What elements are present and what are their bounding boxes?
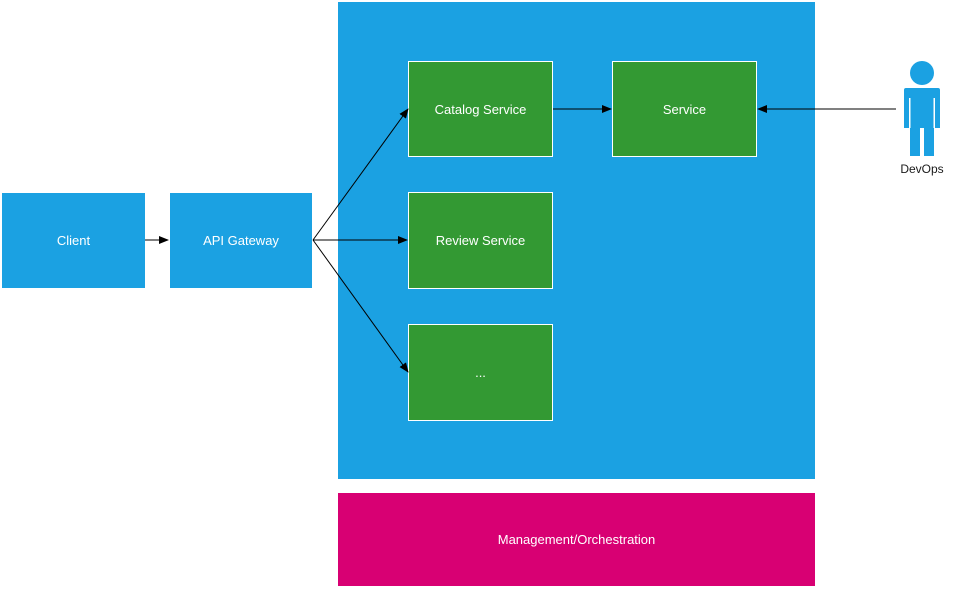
review-service-label: Review Service [435, 233, 526, 248]
person-icon [904, 61, 940, 156]
client-label: Client [56, 233, 91, 248]
review-service-node[interactable]: Review Service [408, 192, 553, 289]
api-gateway-node[interactable]: API Gateway [170, 193, 312, 288]
catalog-service-label: Catalog Service [434, 101, 527, 117]
devops-label: DevOps [900, 162, 944, 176]
client-node[interactable]: Client [2, 193, 145, 288]
management-orchestration-node[interactable]: Management/Orchestration [338, 493, 815, 586]
service-label: Service [662, 101, 707, 117]
more-services-node[interactable]: ... [408, 324, 553, 421]
management-label: Management/Orchestration [497, 532, 656, 547]
more-services-label: ... [475, 365, 486, 380]
api-gateway-label: API Gateway [203, 233, 279, 248]
service-node[interactable]: Service [612, 61, 757, 157]
catalog-service-node[interactable]: Catalog Service [408, 61, 553, 157]
